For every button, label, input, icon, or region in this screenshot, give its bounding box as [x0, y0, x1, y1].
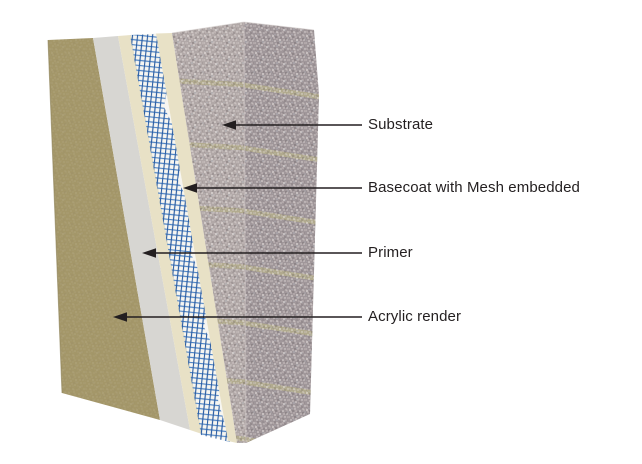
substrate-side-texture	[244, 22, 319, 443]
substrate-block	[171, 21, 319, 444]
acrylic-render-arrowhead-icon	[113, 312, 127, 322]
coating-layers-panel	[47, 33, 237, 443]
acrylic-left-edge	[47, 39, 63, 394]
substrate-arrowhead-icon	[222, 120, 236, 130]
substrate-corner-edge	[243, 21, 247, 444]
basecoat-arrowhead-icon	[183, 183, 197, 193]
primer-arrowhead-icon	[142, 248, 156, 258]
label-substrate: Substrate	[368, 116, 434, 133]
basecoat-inner-layer	[156, 33, 237, 443]
label-basecoat-with-mesh: Basecoat with Mesh embedded	[368, 179, 580, 196]
primer-layer	[93, 36, 190, 430]
label-acrylic-render: Acrylic render	[368, 308, 462, 325]
substrate-top-edge	[171, 21, 315, 34]
label-primer: Primer	[368, 244, 413, 261]
basecoat-outer-layer	[118, 35, 202, 434]
embedded-mesh-grid	[130, 34, 230, 442]
leader-lines	[113, 120, 362, 322]
